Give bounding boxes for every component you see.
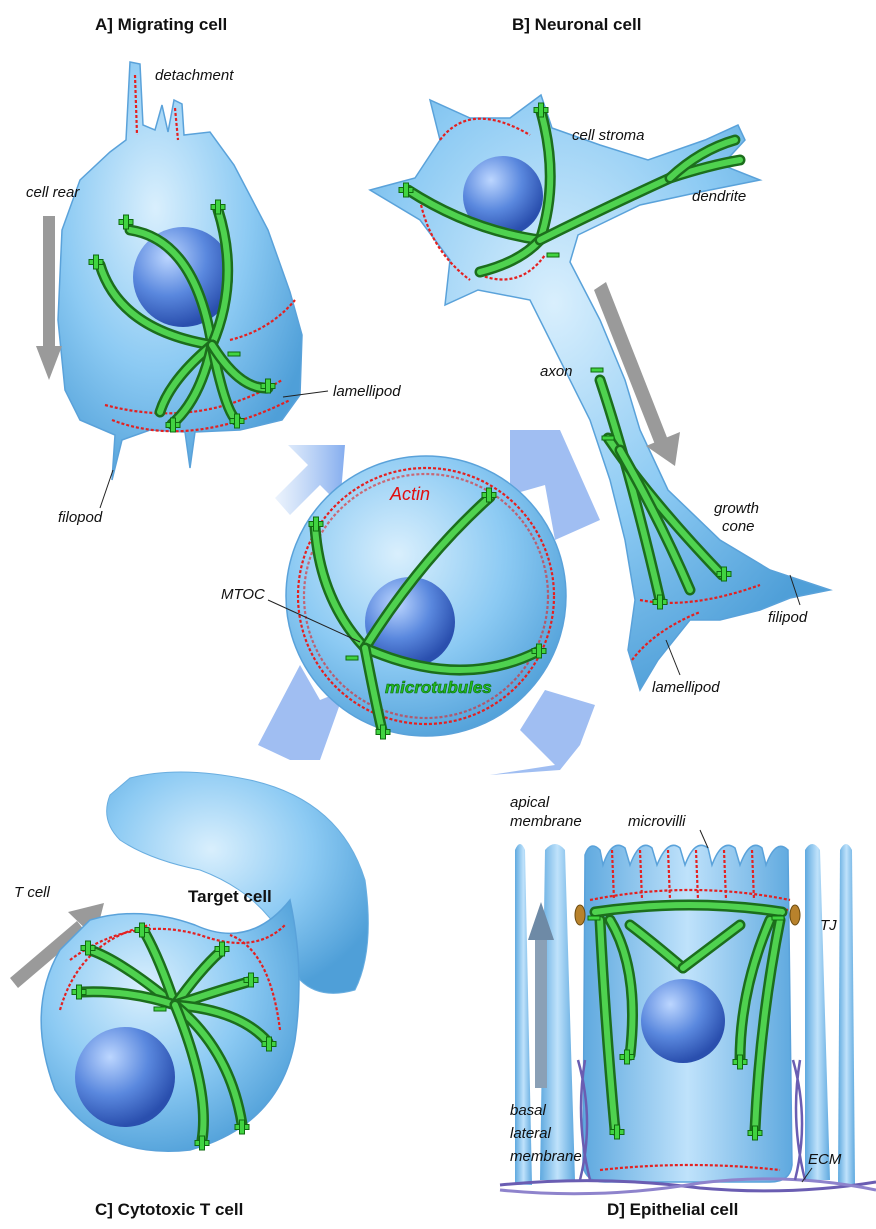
label-actin: Actin: [389, 484, 430, 504]
label-ecm: ECM: [808, 1151, 842, 1168]
title-epithelial-cell: D] Epithelial cell: [607, 1200, 738, 1219]
minus-end-icon: [154, 1007, 166, 1011]
tight-junction-right: [790, 905, 800, 925]
label-dendrite: dendrite: [692, 188, 746, 205]
cell-rear-arrow: [36, 216, 62, 380]
label-lateral: lateral: [510, 1125, 552, 1142]
label-filopod-a: filopod: [58, 509, 103, 526]
tight-junction-left: [575, 905, 585, 925]
cytotoxic-t-cell: [41, 900, 299, 1151]
title-neuronal-cell: B] Neuronal cell: [512, 15, 641, 34]
label-lamellipod-b: lamellipod: [652, 679, 720, 696]
label-growth: growth: [714, 500, 759, 517]
minus-end-icon: [228, 352, 240, 356]
minus-end-icon: [346, 656, 358, 660]
label-basal: basal: [510, 1102, 547, 1119]
epithelial-tissue: [500, 844, 876, 1194]
label-filipod: filipod: [768, 609, 808, 626]
label-axon: axon: [540, 363, 573, 380]
label-cell-rear: cell rear: [26, 184, 80, 201]
label-microvilli: microvilli: [628, 813, 686, 830]
label-cell-stroma: cell stroma: [572, 127, 645, 144]
title-cytotoxic-t-cell: C] Cytotoxic T cell: [95, 1200, 243, 1219]
minus-end-icon: [588, 916, 600, 920]
label-detachment: detachment: [155, 67, 234, 84]
t-cell-nucleus: [75, 1027, 175, 1127]
label-t-cell: T cell: [14, 884, 51, 901]
epithelial-nucleus: [641, 979, 725, 1063]
label-tj: TJ: [820, 917, 837, 934]
label-microtubules: microtubules: [385, 678, 492, 697]
label-apical: apical: [510, 794, 550, 811]
t-cell-body: [41, 900, 299, 1151]
label-lamellipod-a: lamellipod: [333, 383, 401, 400]
minus-end-icon: [547, 253, 559, 257]
migrating-cell: [58, 62, 302, 480]
label-membrane-bottom: membrane: [510, 1148, 582, 1165]
label-membrane-top: membrane: [510, 813, 582, 830]
minus-end-icon: [591, 368, 603, 372]
minus-end-icon: [772, 916, 784, 920]
label-cone: cone: [722, 518, 755, 535]
label-target-cell: Target cell: [188, 887, 272, 906]
minus-end-icon: [602, 436, 614, 440]
right-neighbor-cell: [805, 844, 830, 1180]
title-migrating-cell: A] Migrating cell: [95, 15, 227, 34]
label-mtoc: MTOC: [221, 586, 265, 603]
